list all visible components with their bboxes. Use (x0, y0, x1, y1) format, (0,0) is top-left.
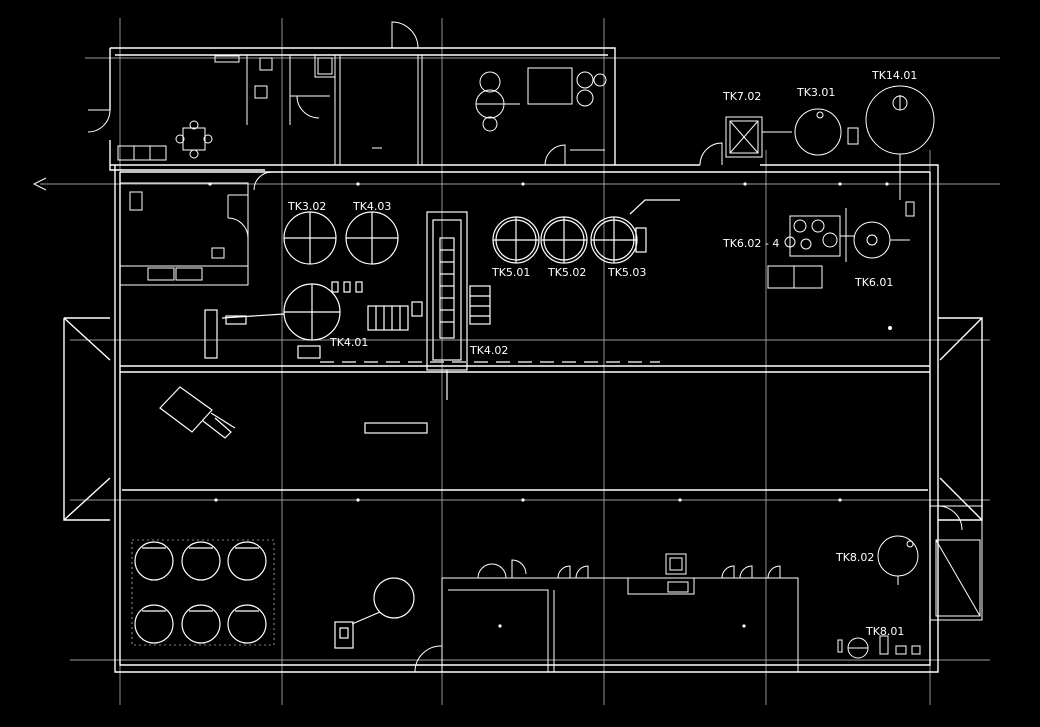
label-tk3-02: TK3.02 (287, 200, 326, 213)
label-tk8-01: TK8.01 (865, 625, 904, 638)
label-tk8-02: TK8.02 (835, 551, 874, 564)
tank-group-upper-right (725, 85, 935, 217)
label-tk4-01: TK4.01 (329, 336, 368, 349)
label-tk5-03: TK5.03 (607, 266, 646, 279)
grid-markers (208, 182, 892, 628)
tk6-equipment (767, 208, 910, 289)
label-tk4-03: TK4.03 (352, 200, 391, 213)
bottom-left-tanks (131, 386, 428, 649)
label-tk7-02: TK7.02 (722, 90, 761, 103)
label-tk14-01: TK14.01 (871, 69, 917, 82)
label-tk3-01: TK3.01 (796, 86, 835, 99)
tank-labels: TK7.02 TK3.01 TK14.01 TK3.02 TK4.03 TK5.… (287, 69, 917, 638)
process-tanks-row (204, 199, 680, 400)
label-tk5-02: TK5.02 (547, 266, 586, 279)
section-arrow (32, 177, 47, 191)
label-tk6-02-4: TK6.02 - 4 (722, 237, 779, 250)
bottom-rooms (414, 553, 799, 673)
label-tk4-02: TK4.02 (469, 344, 508, 357)
bottom-right-equipment (837, 505, 983, 659)
upper-rooms (87, 21, 723, 286)
label-tk5-01: TK5.01 (491, 266, 530, 279)
label-tk6-01: TK6.01 (854, 276, 893, 289)
